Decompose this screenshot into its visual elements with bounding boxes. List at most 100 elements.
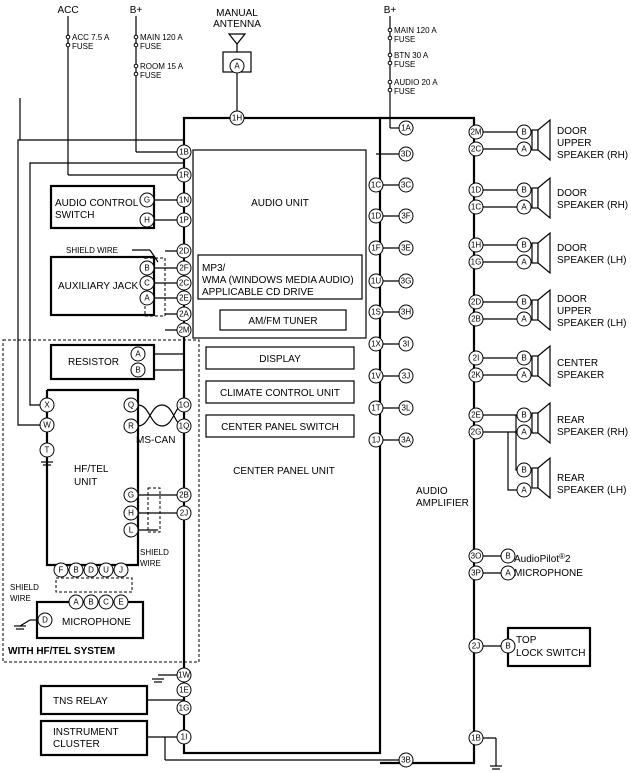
pin-label: A <box>144 294 150 303</box>
audiopilot-mic-label: MICROPHONE <box>514 568 583 579</box>
pin-label: 2B <box>471 315 481 324</box>
pin-circle <box>98 594 114 610</box>
pin-circle <box>468 254 484 270</box>
pin-circle <box>176 682 192 698</box>
pin-label: 1Q <box>179 422 190 431</box>
pin-circle <box>516 254 532 270</box>
mp3-box <box>197 254 363 300</box>
pin-1D-21: 1D <box>368 208 384 224</box>
pin-B-111: B <box>516 407 532 423</box>
pin-label: 1C <box>471 203 481 212</box>
rear-rh-label-2: SPEAKER (RH) <box>557 427 628 438</box>
pin-1O-11: 1O <box>176 397 192 413</box>
pin-circle <box>39 397 55 413</box>
pin-circle <box>123 397 139 413</box>
pin-label: A <box>73 598 79 607</box>
pin-3I-35: 3I <box>398 336 414 352</box>
pin-1N-3: 1N <box>176 192 192 208</box>
pin-label: G <box>144 196 150 205</box>
antenna-icon <box>227 33 247 45</box>
pin-circle <box>516 294 532 310</box>
pin-circle <box>398 368 414 384</box>
display-label: DISPLAY <box>259 354 301 365</box>
pin-G-130: G <box>123 487 139 503</box>
pin-circle <box>37 612 53 628</box>
pin-1P-4: 1P <box>176 212 192 228</box>
fuse-main-left-label-2: FUSE <box>140 42 161 51</box>
pin-label: 1H <box>471 241 481 250</box>
speaker-wires <box>476 131 524 766</box>
center-speaker-label-1: CENTER <box>557 358 598 369</box>
fuse-acc-label-2: FUSE <box>72 42 93 51</box>
pin-label: 2G <box>471 428 482 437</box>
pin-circle <box>176 667 192 683</box>
pin-label: 1O <box>179 401 190 410</box>
pin-label: B <box>521 411 526 420</box>
pin-circle <box>368 304 384 320</box>
pin-1X-25: 1X <box>368 336 384 352</box>
pin-1V-26: 1V <box>368 368 384 384</box>
pin-A-104: A <box>516 199 532 215</box>
pin-label: C <box>144 279 150 288</box>
pin-circle <box>39 442 55 458</box>
pin-label: T <box>45 446 50 455</box>
amplifier-outline <box>380 116 476 765</box>
pin-3G-33: 3G <box>398 273 414 289</box>
pin-label: H <box>144 216 150 225</box>
hf-tel-system-box <box>2 339 200 663</box>
pin-label: 1N <box>179 196 189 205</box>
pin-B-109: B <box>516 350 532 366</box>
pin-1C-43: 1C <box>468 199 484 215</box>
pin-A-100: A <box>229 58 245 74</box>
bplus-left-label: B+ <box>130 5 143 16</box>
pin-label: W <box>43 421 51 430</box>
pin-circle <box>68 562 84 578</box>
pin-1E-16: 1E <box>176 682 192 698</box>
fuse-main-right-label-2: FUSE <box>394 35 415 44</box>
pin-H-131: H <box>123 505 139 521</box>
pin-B-113: B <box>516 462 532 478</box>
mp3-label-3: APPLICABLE CD DRIVE <box>202 287 314 298</box>
pin-label: 1A <box>401 124 411 133</box>
pin-J-137: J <box>113 562 129 578</box>
pin-B-117: B <box>500 638 516 654</box>
pin-label: 1I <box>181 733 188 742</box>
hf-tel-system-label: WITH HF/TEL SYSTEM <box>8 646 115 657</box>
pin-label: L <box>129 526 134 535</box>
pin-circle <box>139 260 155 276</box>
rear-rh-label-1: REAR <box>557 415 585 426</box>
pin-circle <box>500 565 516 581</box>
pin-label: X <box>44 401 50 410</box>
pin-label: A <box>521 315 527 324</box>
pin-label: A <box>521 145 527 154</box>
pin-1H-0: 1H <box>229 110 245 126</box>
pin-2E-50: 2E <box>468 407 484 423</box>
pin-label: D <box>42 616 48 625</box>
pin-label: 2C <box>471 145 481 154</box>
pin-circle <box>139 192 155 208</box>
pin-circle <box>468 311 484 327</box>
pin-label: A <box>505 569 511 578</box>
pin-label: 2D <box>471 298 481 307</box>
pin-circle <box>398 752 414 768</box>
pin-circle <box>176 144 192 160</box>
pin-label: 2M <box>470 128 481 137</box>
pin-A-102: A <box>516 141 532 157</box>
pin-2K-49: 2K <box>468 367 484 383</box>
pin-1I-18: 1I <box>176 729 192 745</box>
pin-B-139: B <box>83 594 99 610</box>
pin-L-132: L <box>123 522 139 538</box>
pin-circle <box>398 240 414 256</box>
pin-circle <box>83 594 99 610</box>
pin-label: 1R <box>179 171 189 180</box>
pin-circle <box>176 729 192 745</box>
pin-3H-34: 3H <box>398 304 414 320</box>
pin-label: 1E <box>179 686 189 695</box>
pin-label: B <box>73 566 78 575</box>
pin-circle <box>468 548 484 564</box>
pin-circle <box>68 594 84 610</box>
auxiliary-jack-box <box>49 255 156 317</box>
pin-circle <box>176 505 192 521</box>
pin-3L-37: 3L <box>398 400 414 416</box>
